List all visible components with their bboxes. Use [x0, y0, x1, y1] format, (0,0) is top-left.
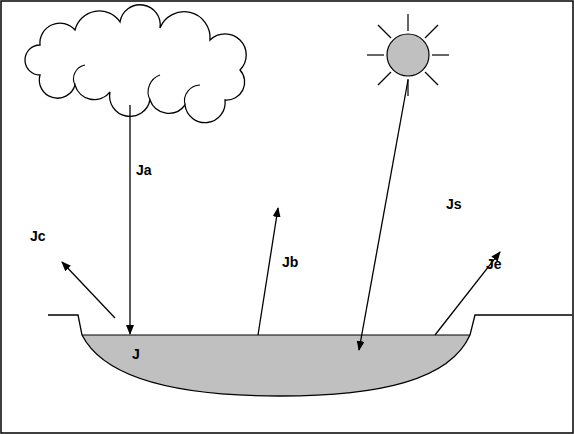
- flux-label: Jb: [282, 254, 298, 270]
- ground-line: [48, 315, 572, 396]
- flux-label: Ja: [136, 162, 152, 178]
- sun: [367, 14, 449, 96]
- flux-label: Je: [486, 256, 502, 272]
- flux-label: Jc: [30, 228, 46, 244]
- flux-label: J: [132, 346, 140, 362]
- water-surface: [82, 334, 470, 335]
- flux-arrow: [359, 80, 408, 350]
- cloud-detail: [74, 65, 200, 105]
- flux-arrow: [258, 208, 278, 335]
- pond-water: [82, 335, 470, 396]
- flux-label: Js: [446, 196, 462, 212]
- cloud: [25, 5, 246, 123]
- flux-arrow: [129, 105, 130, 334]
- flux-arrow: [62, 262, 115, 318]
